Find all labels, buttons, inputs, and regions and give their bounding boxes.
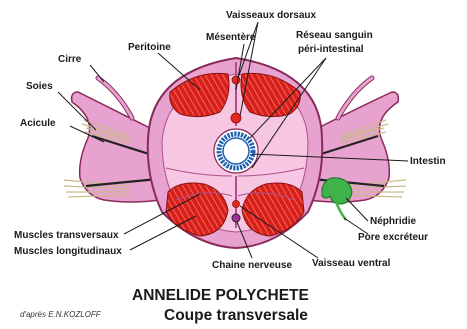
label-vaisseau-ventral: Vaisseau ventral [312,258,391,269]
label-peri-intestinal: péri-intestinal [298,44,364,55]
label-muscles-longitudinaux: Muscles longitudinaux [14,246,122,257]
label-pore-excreteur: Pore excréteur [358,232,428,243]
label-muscles-transversaux: Muscles transversaux [14,230,119,241]
credit-text: d'après E.N.KOZLOFF [20,310,102,319]
label-nephridie: Néphridie [370,216,417,227]
label-mesentere: Mésentère [206,32,256,43]
label-peritoine: Peritoine [128,42,171,53]
intestine [214,129,258,173]
label-intestin: Intestin [410,156,446,167]
label-soies: Soies [26,81,53,92]
label-cirre: Cirre [58,54,82,65]
label-vaisseaux-dorsaux: Vaisseaux dorsaux [226,10,316,21]
diagram-title: ANNELIDE POLYCHETE [132,287,309,304]
diagram-subtitle: Coupe transversale [164,307,308,324]
label-chaine-nerveuse: Chaine nerveuse [212,260,292,271]
label-acicule: Acicule [20,118,56,129]
ventral-vessel [233,201,240,208]
label-reseau-sanguin: Réseau sanguin [296,30,373,41]
nerve-cord [232,214,240,222]
